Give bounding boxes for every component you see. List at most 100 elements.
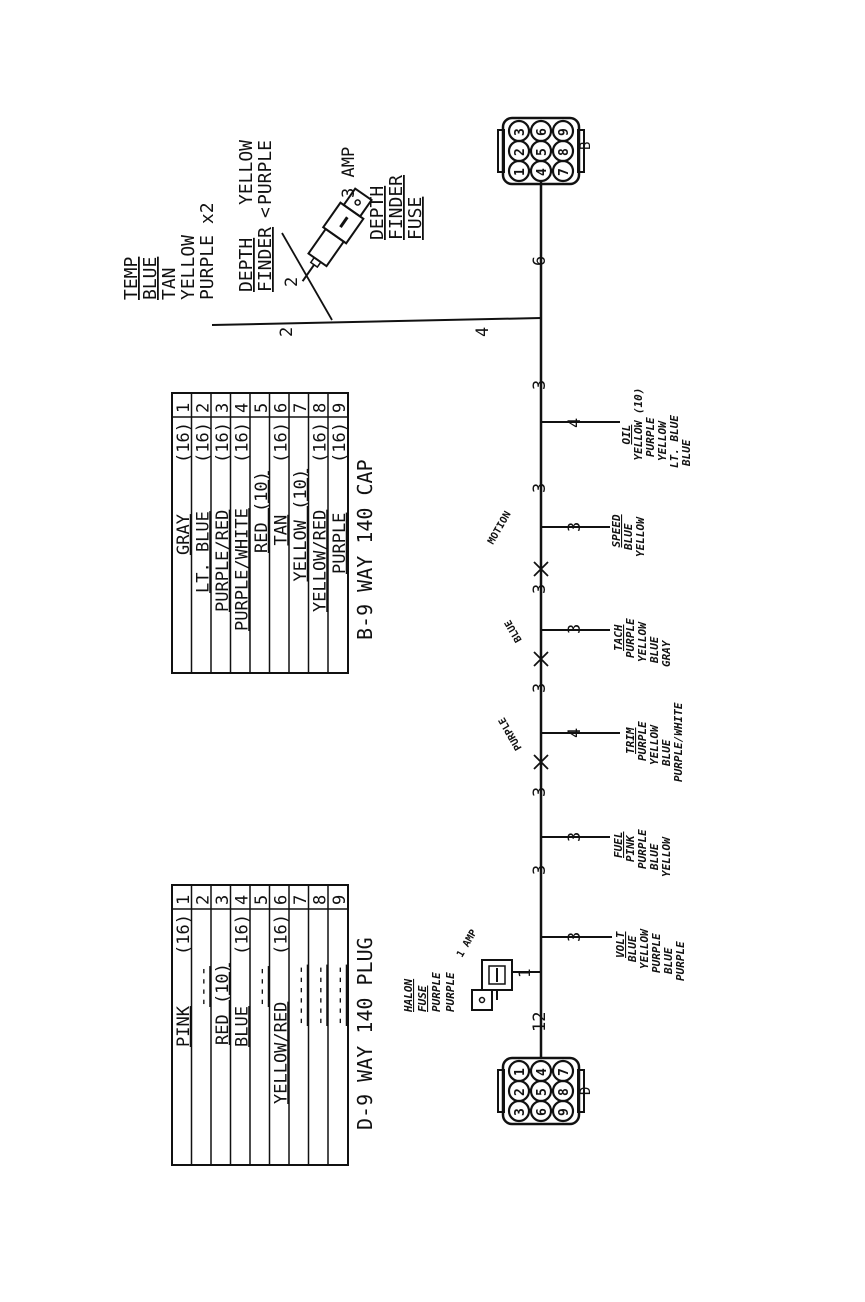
gauge-wire-line: YELLOW: [636, 621, 649, 662]
connector-pin-number: 4: [535, 1068, 550, 1076]
splice-mark: [533, 561, 549, 577]
wire-color: GRAY: [174, 514, 194, 555]
gauge-wire-line: LT. BLUE: [668, 415, 681, 468]
wire-color: YELLOW (10): [291, 469, 311, 582]
depth-finder-fuse-line: FINDER: [386, 175, 407, 240]
gauge-count: 4: [565, 418, 585, 428]
pin-number: 3: [213, 895, 233, 905]
temp-sender-line: TEMP: [121, 256, 142, 300]
connector-d-label: D: [578, 1087, 594, 1095]
gauge-name: TRIM: [624, 727, 637, 754]
wire-color: RED (10): [213, 963, 233, 1045]
depth-finder-fuse-line: DEPTH: [367, 186, 388, 240]
depth-finder-wire: YELLOW: [236, 140, 257, 205]
gauge-wire-line: BLUE: [626, 935, 639, 963]
connector-pin-number: 1: [513, 168, 528, 176]
gauge-wire-line: PURPLE: [636, 829, 649, 869]
gauge-count: 3: [565, 522, 585, 532]
connector-pin-number: 7: [557, 1068, 572, 1076]
connector-pin-number: 9: [557, 1108, 572, 1116]
connector-pin-number: 8: [557, 148, 572, 156]
connector-pin-number: 9: [557, 128, 572, 136]
wire-color: PURPLE/WHITE: [232, 508, 252, 631]
depth-finder-fuse-line: FUSE: [405, 197, 426, 240]
wire-gauge: (16): [213, 422, 233, 463]
gauge-wire-line: GRAY: [660, 639, 673, 667]
connector-pin: [507, 1059, 531, 1083]
connector-pin-number: 6: [535, 1108, 550, 1116]
gauge-wire-line: YELLOW: [648, 724, 661, 765]
halon-count: 1: [515, 968, 534, 978]
connector-pin-number: 8: [557, 1088, 572, 1096]
gauge-name: VOLT: [614, 931, 627, 958]
pin-number: 5: [252, 403, 272, 413]
connector-pin-number: 1: [513, 1068, 528, 1076]
gauge-count: 3: [565, 624, 585, 634]
gauge-wire-line: BLUE: [662, 947, 675, 975]
gauge-wire-line: YELLOW: [656, 420, 669, 461]
pin-number: 7: [291, 403, 311, 413]
connector-pin-number: 2: [513, 148, 528, 156]
connector-pin: [507, 119, 531, 143]
splice-mark: [533, 651, 549, 667]
gauge-wire-line: PURPLE: [644, 417, 657, 457]
pin-number: 4: [232, 403, 252, 413]
wire-color: BLUE: [232, 1006, 252, 1047]
splice-label-motion: MOTION: [486, 510, 514, 547]
gauge-wire-line: BLUE: [648, 843, 661, 871]
depth-finder-amp: 3 AMP: [339, 147, 359, 198]
gauge-wire-line: BLUE: [680, 439, 693, 467]
cap-table-title: B-9 WAY 140 CAP: [353, 459, 377, 640]
pin-number: 4: [232, 895, 252, 905]
temp-trunk-count: 2: [277, 327, 297, 337]
wire-color: TAN: [271, 515, 291, 546]
wire-gauge: (16): [232, 914, 252, 955]
wire-color: ------: [291, 965, 311, 1026]
wire-color: ------: [330, 965, 350, 1026]
gauge-name: SPEED: [610, 514, 623, 547]
temp-branch-wire: [211, 317, 542, 326]
wire-color: ----: [252, 966, 272, 1007]
gauge-wire-line: BLUE: [648, 636, 661, 664]
gauge-count: 4: [565, 728, 585, 738]
gauge-wire-line: PURPLE: [650, 933, 663, 973]
pin-number: 9: [330, 403, 350, 413]
gauge-wire-line: YELLOW: [634, 516, 647, 557]
gauge-wire-line: YELLOW (10): [632, 388, 645, 461]
connector-pin: [551, 1059, 575, 1083]
temp-sender-line: TAN: [159, 267, 180, 300]
wire-color: ------: [310, 965, 330, 1026]
gauge-wire-line: BLUE: [660, 739, 673, 767]
depth-finder-fuse-holder: [301, 187, 373, 282]
gauge-wire-line: PURPLE: [636, 721, 649, 761]
pin-number: 3: [213, 403, 233, 413]
gauge-wire-line: PURPLE/WHITE: [672, 702, 685, 782]
halon-fuse-holder: [471, 959, 513, 1011]
pin-number: 8: [310, 403, 330, 413]
connector-pin: [551, 119, 575, 143]
trunk-count: 3: [530, 483, 550, 493]
pin-number: 7: [291, 895, 311, 905]
wire-color: PINK: [174, 1005, 194, 1047]
pin-number: 2: [193, 895, 213, 905]
halon-line: PURPLE: [430, 972, 443, 1012]
pin-number: 9: [330, 895, 350, 905]
temp-sender-line: YELLOW: [178, 235, 199, 300]
connector-pin-number: 7: [557, 168, 572, 176]
wire-color: ----: [193, 966, 213, 1007]
halon-amp: 1 AMP: [455, 928, 480, 960]
gauge-wire-line: BLUE: [622, 523, 635, 551]
depth-finder-wire: PURPLE: [255, 140, 276, 205]
gauge-name: FUEL: [612, 832, 625, 859]
temp-lower-count: 4: [473, 327, 493, 337]
connector-pin-number: 5: [535, 1088, 550, 1096]
wire-gauge: (16): [232, 422, 252, 463]
